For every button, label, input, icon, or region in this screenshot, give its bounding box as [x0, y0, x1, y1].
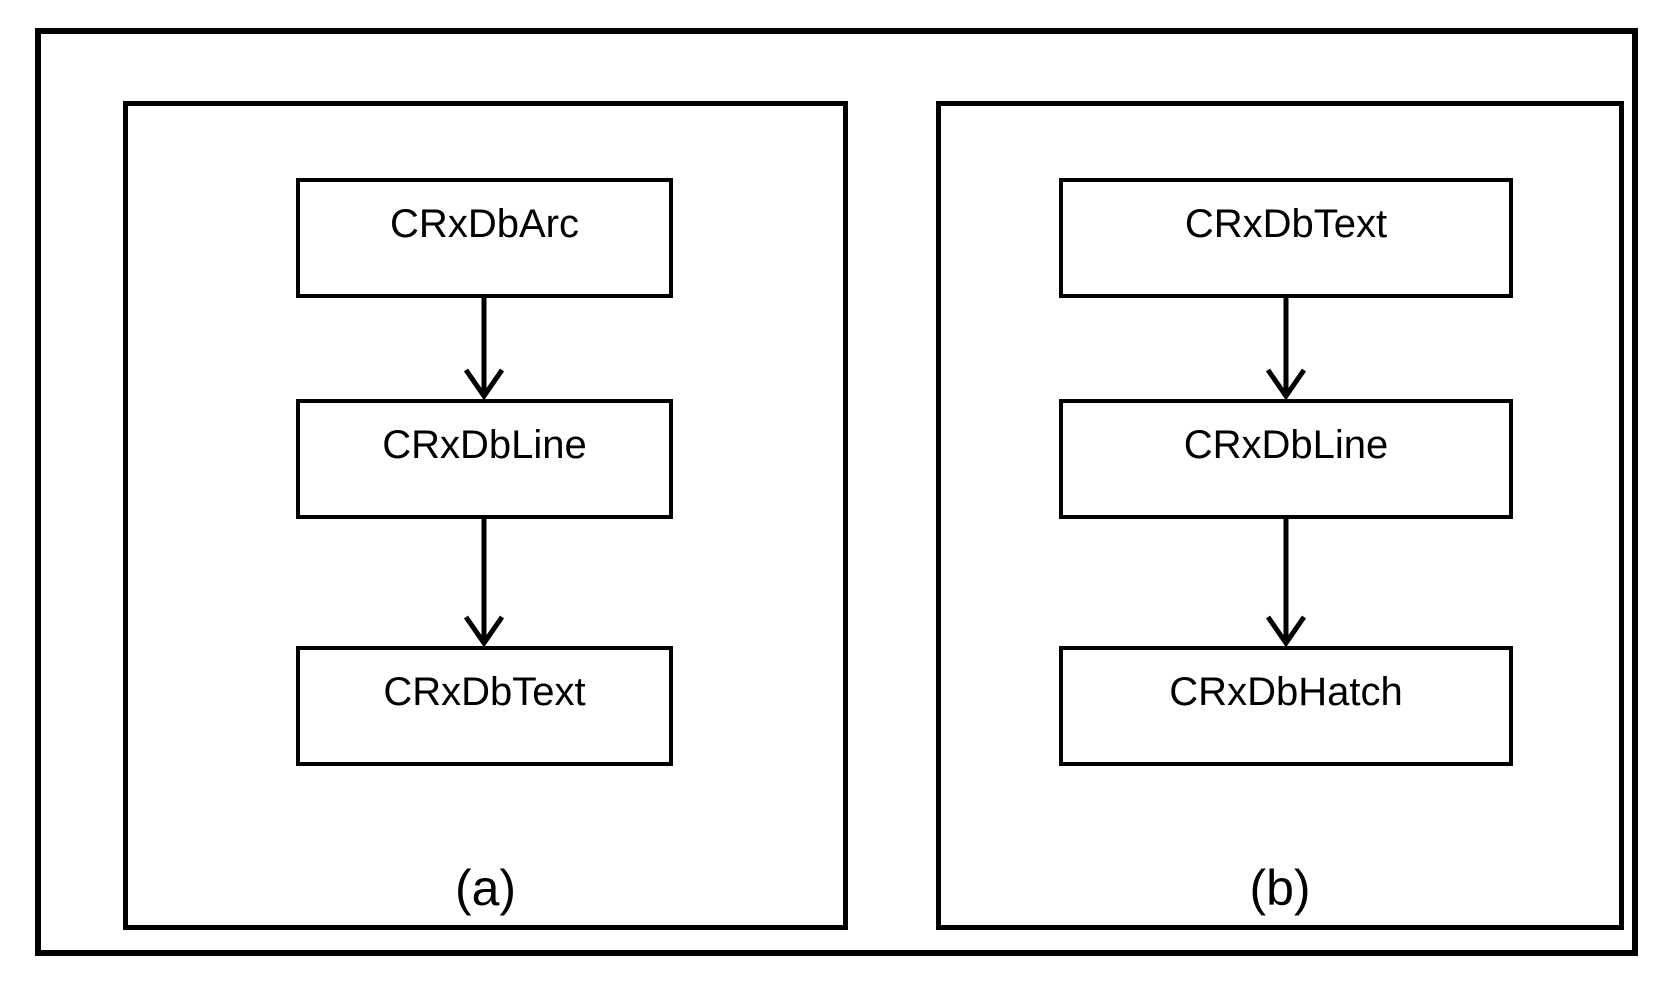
class-box-crxdbtext-b: CRxDbText — [1059, 178, 1513, 298]
class-label: CRxDbText — [1184, 202, 1388, 246]
panel-a: CRxDbArc CRxDbLine CRxDbText (a) — [123, 101, 848, 930]
class-label: CRxDbLine — [382, 423, 587, 467]
class-label: CRxDbText — [383, 670, 586, 714]
down-arrow-icon — [1265, 298, 1307, 399]
down-arrow-icon — [463, 298, 505, 399]
class-box-crxdbarc: CRxDbArc — [296, 178, 673, 298]
class-box-crxdbtext-a: CRxDbText — [296, 646, 673, 766]
class-label: CRxDbLine — [1183, 423, 1389, 467]
class-box-crxdbline-a: CRxDbLine — [296, 399, 673, 519]
panel-a-caption: (a) — [454, 860, 517, 916]
class-label: CRxDbArc — [390, 202, 579, 246]
class-box-crxdbline-b: CRxDbLine — [1059, 399, 1513, 519]
down-arrow-icon — [1265, 519, 1307, 646]
figure-outer-border: CRxDbArc CRxDbLine CRxDbText (a) CRxDbTe… — [35, 28, 1638, 956]
panel-b: CRxDbText CRxDbLine CRxDbHatch (b) — [936, 101, 1624, 930]
down-arrow-icon — [463, 519, 505, 646]
panel-b-caption: (b) — [1249, 860, 1311, 916]
class-label: CRxDbHatch — [1169, 670, 1403, 714]
class-box-crxdbhatch: CRxDbHatch — [1059, 646, 1513, 766]
